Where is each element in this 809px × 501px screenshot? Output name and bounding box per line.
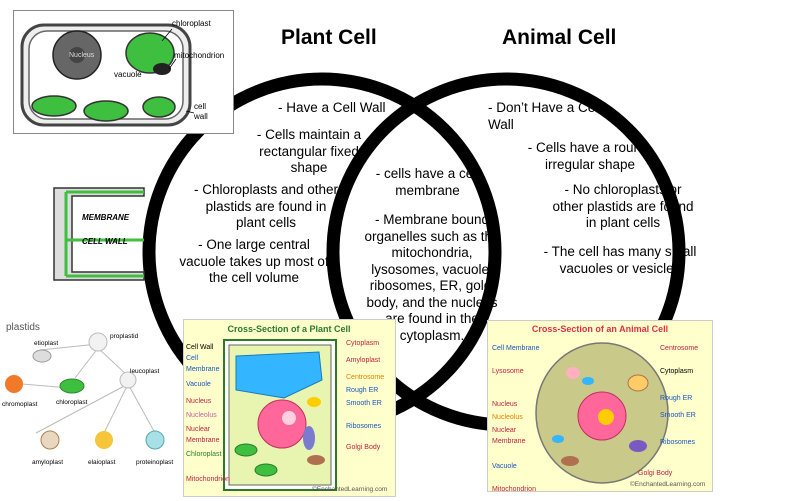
- plant-labels-right: Cytoplasm Amyloplast Centrosome Rough ER…: [346, 338, 394, 453]
- plant-label-cell-membrane: Cell Membrane: [186, 355, 220, 373]
- plant-cell-sketch: chloroplast mitochondrion Nucleus vacuol…: [13, 10, 234, 134]
- etioplast-label: etioplast: [34, 340, 58, 347]
- animal-label-nuclear-membrane: Nuclear Membrane: [492, 427, 526, 445]
- shared-item-2: - Membrane bound organelles such as the …: [364, 212, 500, 343]
- animal-label-cell-membrane: Cell Membrane: [492, 345, 540, 352]
- plant-diagram-title: Cross-Section of a Plant Cell: [227, 324, 350, 334]
- plant-label-vacuole: Vacuole: [186, 381, 211, 388]
- animal-label-nucleus: Nucleus: [492, 401, 518, 408]
- sketch-vacuole-label: vacuole: [114, 70, 142, 79]
- plant-diagram-credit: ©EnchantedLearning.com: [312, 486, 388, 493]
- leucoplast-label: leucoplast: [130, 368, 159, 375]
- animal-label-vacuole: Vacuole: [492, 463, 517, 470]
- animal-label-rough-er: Rough ER: [660, 395, 693, 402]
- sketch-nucleus-label: Nucleus: [69, 52, 95, 59]
- plant-label-nuclear-membrane: Nuclear Membrane: [186, 426, 220, 444]
- plant-item-1: - Have a Cell Wall: [278, 100, 386, 115]
- cell-wall-sketch: MEMBRANE CELL WALL: [53, 187, 145, 281]
- plant-label-centrosome: Centrosome: [346, 374, 385, 381]
- proplastid-label: proplastid: [110, 333, 139, 340]
- plant-cell-title: Plant Cell: [281, 26, 377, 49]
- plant-label-cell-wall: Cell Wall: [186, 344, 214, 351]
- plant-labels-left: Cell Wall Cell Membrane Vacuole Nucleus …: [186, 342, 230, 485]
- plastids-title: plastids: [6, 322, 40, 333]
- plant-label-chloroplast: Chloroplast: [186, 451, 222, 458]
- plant-label-nucleolus: Nucleolus: [186, 412, 217, 419]
- plant-label-nucleus: Nucleus: [186, 398, 212, 405]
- animal-label-ribosomes: Ribosomes: [660, 439, 696, 446]
- elaioplast-label: elaioplast: [88, 459, 116, 466]
- plant-label-rough-er: Rough ER: [346, 387, 379, 394]
- membrane-label: MEMBRANE: [82, 213, 130, 222]
- animal-cell-diagram: Cross-Section of an Animal Cell Cell Mem…: [487, 320, 713, 495]
- animal-label-mitochondrion: Mitochondrion: [492, 486, 536, 493]
- amyloplast-label: amyloplast: [32, 459, 63, 466]
- sketch-chloroplast-label: chloroplast: [172, 19, 211, 28]
- plant-label-mitochondrion: Mitochondrion: [186, 476, 230, 483]
- animal-label-golgi-body: Golgi Body: [638, 470, 673, 477]
- animal-item-1: - Don’t Have a Cell Wall: [488, 100, 602, 132]
- plant-cell-diagram-drawing: Cross-Section of a Plant Cell: [223, 324, 351, 491]
- sketch-cell-label: cell: [194, 102, 206, 111]
- animal-labels-right: Centrosome Cytoplasm Rough ER Smooth ER …: [660, 343, 710, 448]
- cell-wall-label: CELL WALL: [82, 237, 128, 246]
- animal-item-3: - No chloroplasts or other plastids are …: [552, 182, 694, 230]
- plant-label-golgi-body: Golgi Body: [346, 444, 381, 451]
- plant-item-3: - Chloroplasts and other plastids are fo…: [193, 182, 339, 230]
- sketch-mitochondrion-label: mitochondrion: [174, 51, 224, 60]
- plant-item-4: - One large central vacuole takes up mos…: [179, 237, 329, 285]
- plant-cell-diagram: Cross-Section of a Plant Cell Cell Wall …: [183, 319, 396, 497]
- animal-diagram-title: Cross-Section of an Animal Cell: [532, 324, 668, 334]
- animal-item-2: - Cells have a round, irregular shape: [527, 140, 653, 172]
- animal-label-nucleolus: Nucleolus: [492, 414, 523, 421]
- animal-diagram-credit: ©EnchantedLearning.com: [630, 481, 706, 488]
- chromoplast-label: chromoplast: [2, 401, 38, 408]
- animal-label-centrosome: Centrosome: [660, 345, 699, 352]
- animal-label-cytoplasm: Cytoplasm: [660, 368, 694, 375]
- plant-cell-sketch-drawing: chloroplast mitochondrion Nucleus vacuol…: [20, 19, 224, 127]
- animal-label-lysosome: Lysosome: [492, 368, 524, 375]
- plant-label-amyloplast: Amyloplast: [346, 357, 381, 364]
- plant-label-cytoplasm: Cytoplasm: [346, 340, 380, 347]
- proteinoplast-label: proteinoplast: [136, 459, 173, 466]
- plastids-diagram: plastids proplastid etioplast leucoplast…: [2, 322, 173, 466]
- plant-label-ribosomes: Ribosomes: [346, 423, 382, 430]
- animal-cell-title: Animal Cell: [502, 26, 617, 49]
- animal-cell-diagram-drawing: Cross-Section of an Animal Cell: [532, 324, 669, 484]
- plant-label-smooth-er: Smooth ER: [346, 400, 382, 407]
- animal-labels-left: Cell Membrane Lysosome Nucleus Nucleolus…: [492, 343, 542, 495]
- sketch-wall-label: wall: [193, 112, 208, 121]
- animal-label-smooth-er: Smooth ER: [660, 412, 696, 419]
- plant-item-2: - Cells maintain a rectangular fixed sha…: [256, 127, 362, 175]
- animal-item-4: - The cell has many small vacuoles or ve…: [543, 244, 697, 276]
- shared-item-1: - cells have a cell membrane: [375, 166, 480, 198]
- chloroplast-plastid-label: chloroplast: [56, 399, 88, 406]
